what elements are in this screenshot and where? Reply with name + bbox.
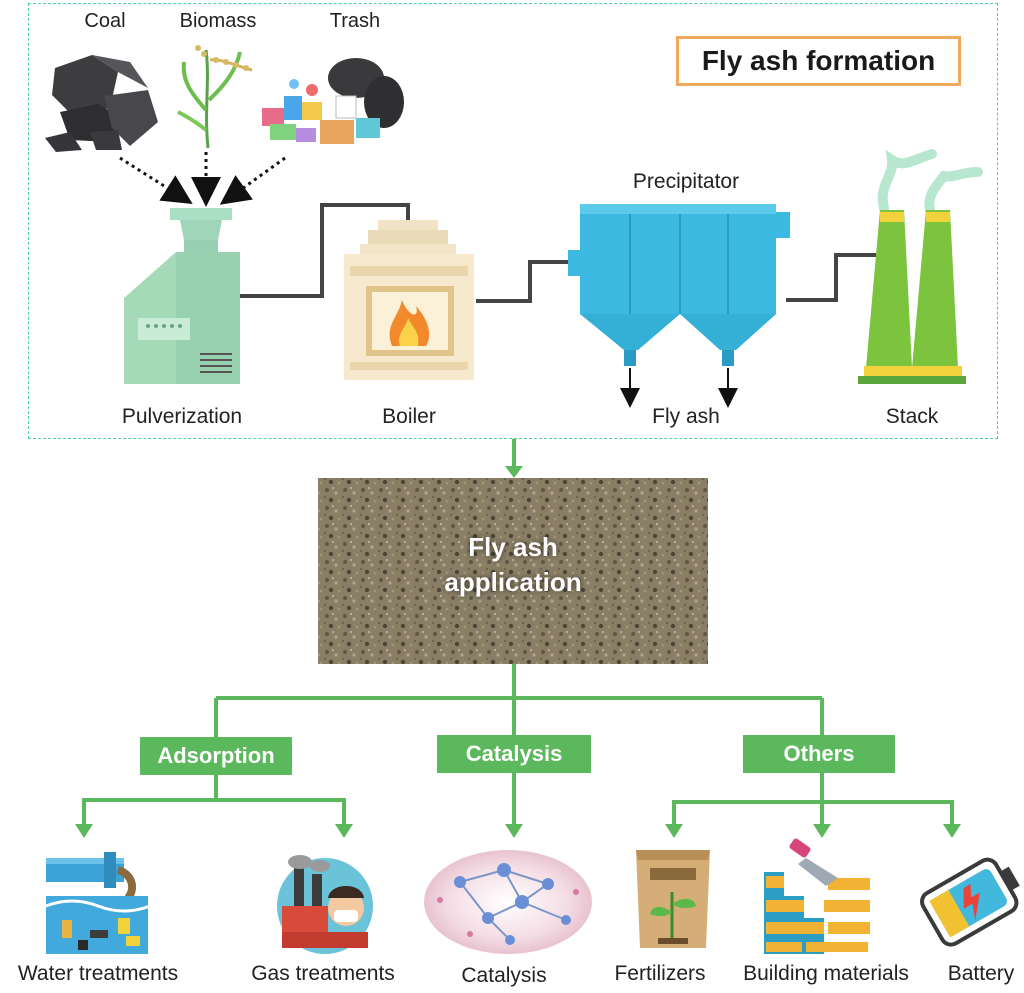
stage-label-stack: Stack: [885, 405, 939, 428]
trash-icon: [262, 58, 404, 144]
source-arrows: [119, 152, 286, 207]
formation-section-box: [28, 3, 998, 439]
boiler-icon: [344, 220, 474, 380]
use-label-fertilizers: Fertilizers: [614, 962, 706, 985]
process-pipes: [240, 203, 876, 303]
formation-title: Fly ash formation: [676, 36, 961, 86]
gas-treatment-icon: [277, 855, 373, 954]
stage-label-fly-ash: Fly ash: [652, 405, 720, 428]
application-tree-arrowheads: [75, 824, 961, 838]
coal-icon: [45, 55, 158, 152]
stack-icon: [858, 149, 983, 384]
stage-label-pulverization: Pulverization: [121, 405, 243, 428]
precipitator-icon: [568, 204, 790, 408]
source-label-coal: Coal: [84, 10, 126, 32]
category-catalysis: Catalysis: [437, 735, 591, 773]
fly-ash-application-line2: application: [444, 567, 582, 597]
catalysis-network-icon: [424, 850, 592, 954]
water-treatment-icon: [45, 852, 151, 954]
brick-wall-icon: [764, 838, 870, 954]
battery-icon: [920, 857, 1020, 947]
fly-ash-application-label: Fly ash application: [318, 530, 708, 600]
use-label-building-materials: Building materials: [743, 962, 909, 985]
source-label-biomass: Biomass: [179, 10, 257, 32]
use-label-water-treatments: Water treatments: [17, 962, 179, 985]
source-label-trash: Trash: [329, 10, 381, 32]
formation-to-application-arrowhead: [505, 466, 523, 478]
fly-ash-texture: [318, 478, 708, 664]
use-label-catalysis: Catalysis: [461, 964, 547, 987]
fly-ash-application-line1: Fly ash: [468, 532, 558, 562]
application-tree-lines: [82, 664, 954, 828]
biomass-icon: [177, 45, 253, 149]
stage-label-boiler: Boiler: [382, 405, 436, 428]
category-others: Others: [743, 735, 895, 773]
use-label-battery: Battery: [947, 962, 1015, 985]
use-label-gas-treatments: Gas treatments: [251, 962, 395, 985]
fertilizer-bag-icon: [636, 850, 710, 948]
stage-label-precipitator: Precipitator: [632, 170, 740, 193]
pulverizer-icon: [124, 208, 240, 384]
category-adsorption: Adsorption: [140, 737, 292, 775]
